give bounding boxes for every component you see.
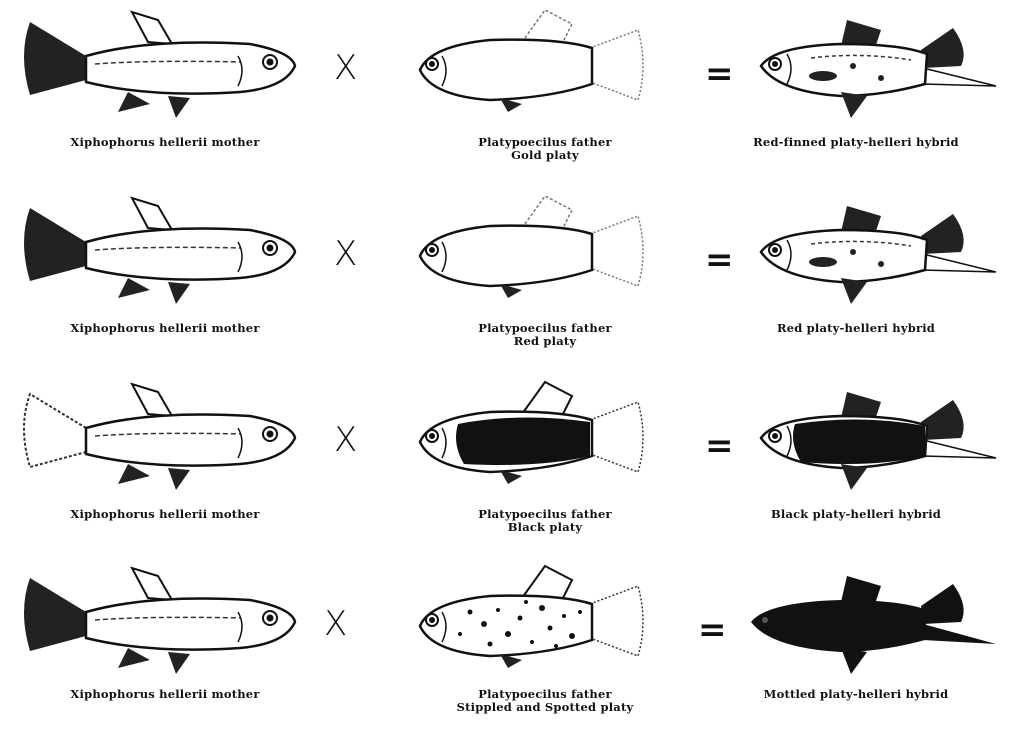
cross-row: Xiphophorus hellerii mother X Platypoeci… bbox=[0, 186, 1021, 366]
mother-caption: Xiphophorus hellerii mother bbox=[0, 136, 330, 149]
hybrid-cell: Red platy-helleri hybrid bbox=[691, 186, 1021, 366]
platy-father-illustration bbox=[380, 0, 710, 130]
cross-row: Xiphophorus hellerii mother X Platypoeci… bbox=[0, 372, 1021, 552]
mother-caption: Xiphophorus hellerii mother bbox=[0, 688, 330, 701]
hybrid-caption: Black platy-helleri hybrid bbox=[691, 508, 1021, 521]
hybrid-illustration bbox=[691, 186, 1021, 316]
mother-label: Xiphophorus hellerii mother bbox=[0, 322, 330, 335]
platy-father-illustration bbox=[380, 186, 710, 316]
father-variety-label: Red platy bbox=[380, 335, 710, 348]
hybrid-cell: Red-finned platy-helleri hybrid bbox=[691, 0, 1021, 180]
mother-label: Xiphophorus hellerii mother bbox=[0, 688, 330, 701]
cross-row: Xiphophorus hellerii mother X bbox=[0, 556, 1021, 736]
mother-cell: Xiphophorus hellerii mother bbox=[0, 556, 330, 736]
cross-symbol: X bbox=[334, 234, 357, 274]
father-caption: Platypoecilus father Gold platy bbox=[380, 136, 710, 162]
hybrid-label: Black platy-helleri hybrid bbox=[691, 508, 1021, 521]
father-cell: Platypoecilus father Red platy bbox=[380, 186, 710, 366]
father-cell: Platypoecilus father Gold platy bbox=[380, 0, 710, 180]
swordtail-mother-illustration bbox=[0, 372, 330, 502]
hybrid-cell: Black platy-helleri hybrid bbox=[691, 372, 1021, 552]
platy-father-illustration bbox=[380, 556, 710, 686]
cross-symbol: X bbox=[324, 604, 347, 644]
hybrid-illustration bbox=[691, 0, 1021, 130]
swordtail-mother-illustration bbox=[0, 186, 330, 316]
cross-symbol: X bbox=[334, 420, 357, 460]
father-variety-label: Stippled and Spotted platy bbox=[380, 701, 710, 714]
swordtail-mother-illustration bbox=[0, 0, 330, 130]
father-variety-label: Gold platy bbox=[380, 149, 710, 162]
hybrid-label: Red platy-helleri hybrid bbox=[691, 322, 1021, 335]
hybrid-caption: Mottled platy-helleri hybrid bbox=[691, 688, 1021, 701]
father-cell: Platypoecilus father Black platy bbox=[380, 372, 710, 552]
hybrid-label: Mottled platy-helleri hybrid bbox=[691, 688, 1021, 701]
father-cell: Platypoecilus father Stippled and Spotte… bbox=[380, 556, 710, 736]
cross-row: Xiphophorus hellerii mother X Platypoeci… bbox=[0, 0, 1021, 180]
hybrid-caption: Red-finned platy-helleri hybrid bbox=[691, 136, 1021, 149]
mother-label: Xiphophorus hellerii mother bbox=[0, 508, 330, 521]
hybrid-label: Red-finned platy-helleri hybrid bbox=[691, 136, 1021, 149]
father-caption: Platypoecilus father Red platy bbox=[380, 322, 710, 348]
mother-label: Xiphophorus hellerii mother bbox=[0, 136, 330, 149]
swordtail-mother-illustration bbox=[0, 556, 330, 686]
mother-cell: Xiphophorus hellerii mother bbox=[0, 0, 330, 180]
father-caption: Platypoecilus father Black platy bbox=[380, 508, 710, 534]
father-caption: Platypoecilus father Stippled and Spotte… bbox=[380, 688, 710, 714]
mother-caption: Xiphophorus hellerii mother bbox=[0, 508, 330, 521]
mother-cell: Xiphophorus hellerii mother bbox=[0, 372, 330, 552]
hybrid-illustration bbox=[691, 372, 1021, 502]
hybrid-illustration bbox=[691, 556, 1021, 686]
mother-cell: Xiphophorus hellerii mother bbox=[0, 186, 330, 366]
father-variety-label: Black platy bbox=[380, 521, 710, 534]
mother-caption: Xiphophorus hellerii mother bbox=[0, 322, 330, 335]
platy-father-illustration bbox=[380, 372, 710, 502]
cross-symbol: X bbox=[334, 48, 357, 88]
hybrid-caption: Red platy-helleri hybrid bbox=[691, 322, 1021, 335]
hybrid-cell: Mottled platy-helleri hybrid bbox=[691, 556, 1021, 736]
